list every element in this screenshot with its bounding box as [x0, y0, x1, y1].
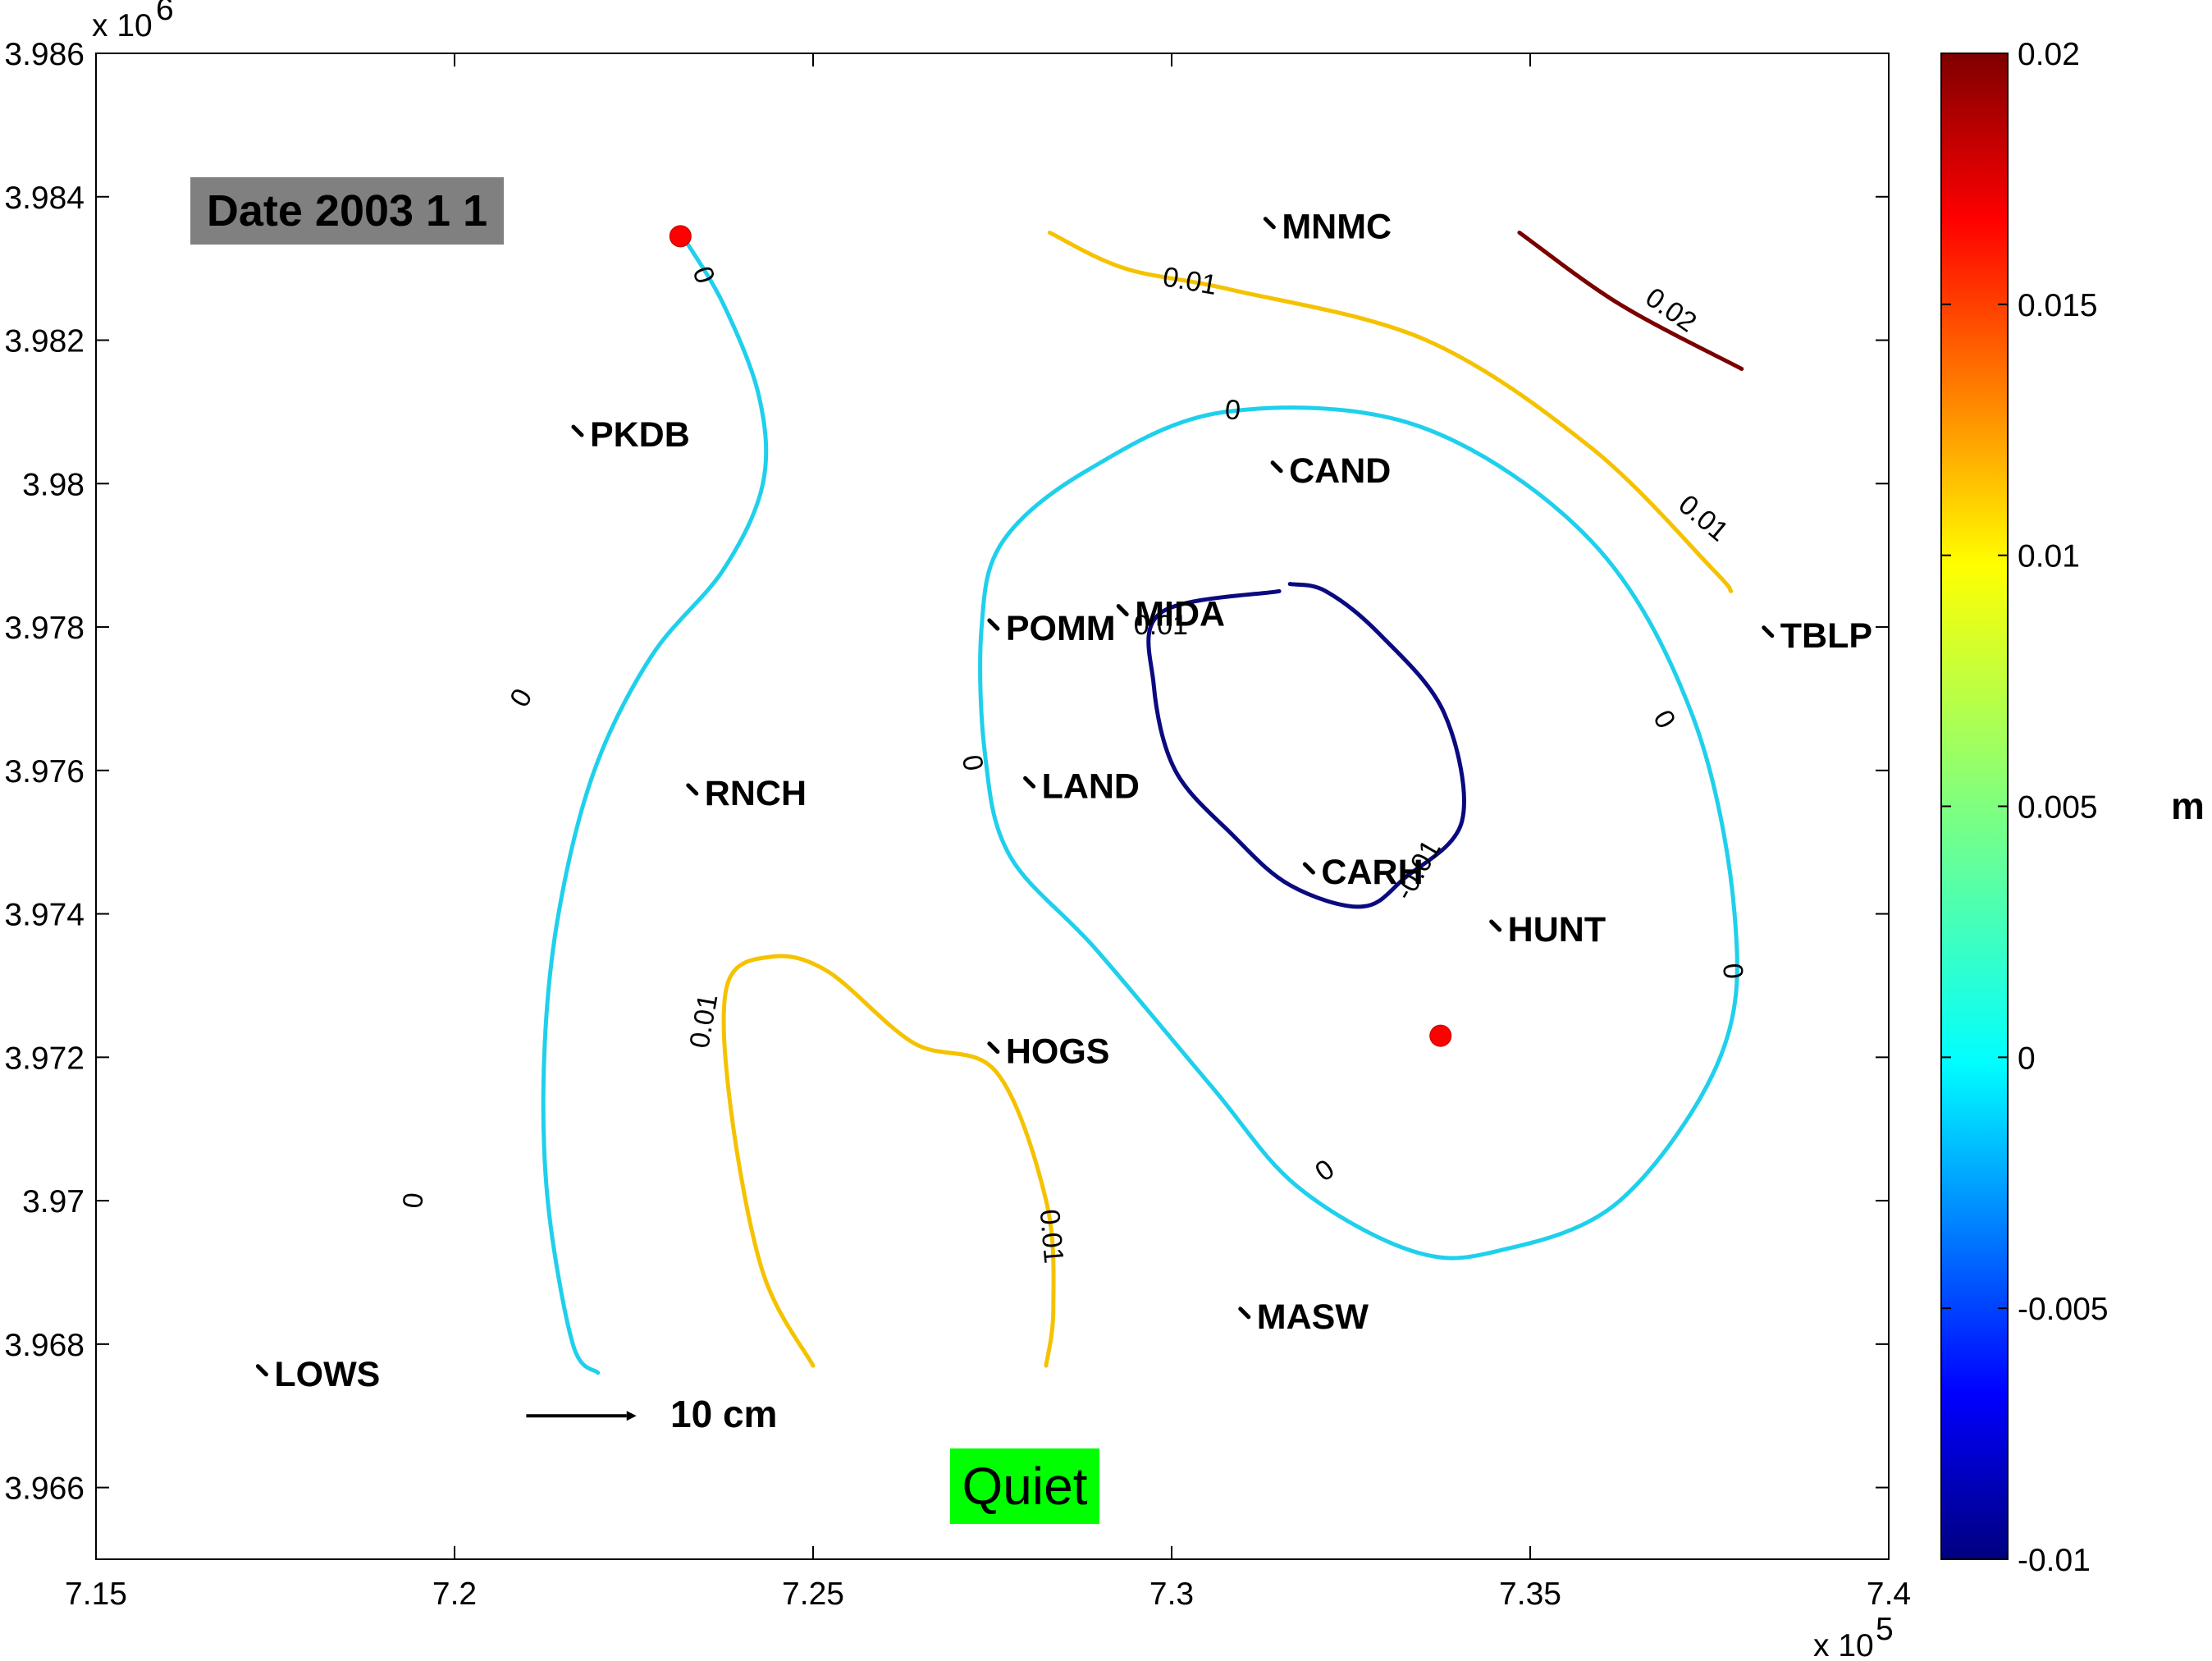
- contour-line--0.01: [1146, 582, 1466, 909]
- contour-label: 0.02: [1640, 281, 1702, 338]
- y-tick-label: 3.968: [4, 1328, 85, 1363]
- x-multiplier-exponent: 5: [1876, 1612, 1894, 1647]
- x-tick-label: 7.3: [1149, 1576, 1194, 1612]
- y-multiplier-exponent: 6: [156, 0, 174, 27]
- contour-label: 0.01: [1134, 610, 1188, 641]
- station-label: HUNT: [1508, 910, 1606, 949]
- colorbar-tick-label: 0: [2018, 1041, 2036, 1076]
- station-marker: [1263, 217, 1276, 230]
- colorbar-tick-label: 0.005: [2018, 790, 2098, 826]
- y-tick-label: 3.984: [4, 181, 85, 216]
- x-tick-label: 7.25: [782, 1576, 844, 1612]
- y-tick-label: 3.972: [4, 1041, 85, 1076]
- y-multiplier: x 10: [92, 8, 153, 43]
- x-tick-label: 7.15: [65, 1576, 127, 1612]
- station-marker: [255, 1364, 268, 1377]
- contour-label: 0: [956, 753, 989, 773]
- y-tick-label: 3.982: [4, 324, 85, 359]
- colorbar-tick-label: 0.02: [2018, 37, 2080, 72]
- contour-line-0.02: [1517, 231, 1744, 371]
- x-tick-label: 7.4: [1867, 1576, 1911, 1612]
- colorbar-tick-label: 0.01: [2018, 539, 2080, 574]
- station-label: CARH: [1321, 853, 1423, 892]
- red-marker: [669, 225, 692, 248]
- date-label: Date 2003 1 1: [190, 177, 504, 245]
- contour-label: 0: [686, 263, 720, 288]
- station-label: PKDB: [590, 415, 690, 455]
- contour-label: 0: [1716, 962, 1749, 980]
- x-tick-label: 7.35: [1499, 1576, 1561, 1612]
- y-tick-label: 3.974: [4, 898, 85, 933]
- contour-label: 0: [1223, 394, 1241, 427]
- station-marker: [987, 618, 1000, 631]
- contour-label: 0: [1647, 705, 1681, 734]
- station-marker: [686, 783, 699, 796]
- station-marker: [1302, 862, 1315, 875]
- colorbar: 0.02 0.015 0.01 0.005 0 -0.005 -0.01: [1940, 37, 2109, 1578]
- stations-layer: MNMC PKDB CAND POMM MIDA TBLP RNCH LAND CARH HUNT…: [255, 208, 1872, 1421]
- station-label: LOWS: [274, 1355, 380, 1394]
- station-label: RNCH: [705, 774, 807, 813]
- contour-label: 0.01: [683, 991, 724, 1050]
- station-label: POMM: [1006, 609, 1116, 648]
- y-tick-label: 3.98: [22, 467, 85, 502]
- arrow-scale-label: 10 cm: [670, 1393, 778, 1435]
- station-label: LAND: [1042, 766, 1140, 806]
- station-label: MASW: [1257, 1297, 1369, 1337]
- y-tick-label: 3.978: [4, 611, 85, 646]
- station-label: MNMC: [1282, 208, 1392, 247]
- station-label: MIDA: [1135, 595, 1225, 634]
- station-marker: [1489, 919, 1502, 932]
- arrow-scale-head: [626, 1411, 637, 1421]
- y-tick-label: 3.986: [4, 37, 85, 72]
- colorbar-tick-label: -0.005: [2018, 1292, 2109, 1327]
- contours-layer: [541, 231, 1744, 1375]
- station-marker: [1270, 460, 1283, 474]
- station-label: HOGS: [1006, 1032, 1110, 1072]
- plot-frame: [95, 53, 1890, 1560]
- station-label: TBLP: [1780, 616, 1872, 656]
- contour-label: 0.01: [1034, 1208, 1070, 1265]
- station-label: CAND: [1289, 451, 1391, 491]
- x-tick-label: 7.2: [432, 1576, 477, 1612]
- station-marker: [1116, 604, 1129, 617]
- y-tick-label: 3.97: [22, 1184, 85, 1219]
- red-marker: [1429, 1024, 1452, 1047]
- y-tick-label: 3.966: [4, 1471, 85, 1507]
- contour-line-0: [541, 231, 769, 1375]
- contour-line-0: [978, 405, 1739, 1261]
- contour-line-0.01: [721, 954, 1056, 1368]
- contour-label: 0.01: [1160, 261, 1219, 301]
- colorbar-unit-label: m: [2171, 785, 2205, 827]
- status-label: Quiet: [950, 1448, 1099, 1524]
- colorbar-tick-label: -0.01: [2018, 1543, 2091, 1578]
- x-multiplier: x 10: [1813, 1628, 1874, 1661]
- station-marker: [987, 1041, 1000, 1055]
- contour-label: 0: [1309, 1154, 1340, 1188]
- colorbar-tick-label: 0.015: [2018, 288, 2098, 323]
- contour-label: 0: [504, 684, 538, 712]
- station-marker: [1023, 776, 1036, 789]
- colorbar-gradient: [1940, 53, 2009, 1560]
- station-marker: [1762, 625, 1775, 638]
- station-marker: [571, 424, 584, 437]
- y-tick-label: 3.976: [4, 754, 85, 789]
- contour-label: 0: [397, 1192, 430, 1210]
- contour-line-0.01: [1047, 231, 1734, 593]
- station-marker: [1238, 1306, 1251, 1320]
